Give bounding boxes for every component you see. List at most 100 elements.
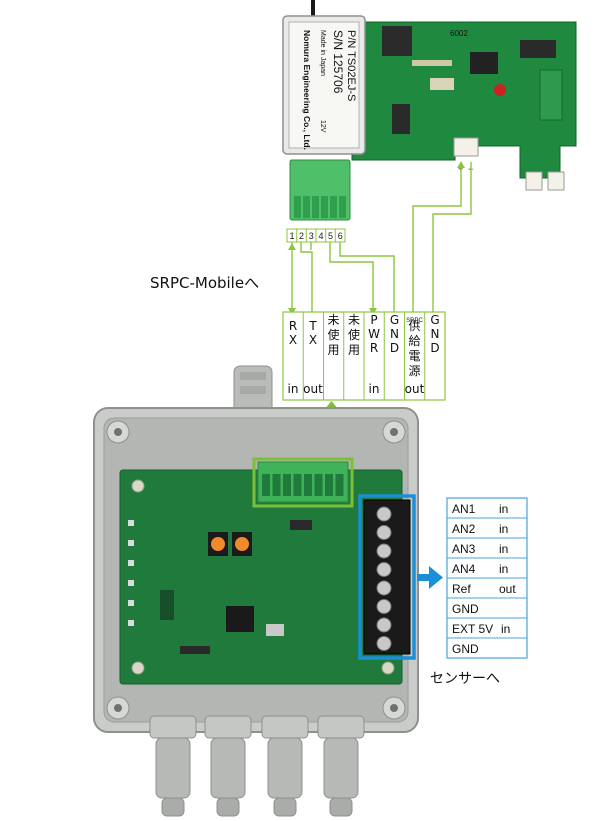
microcontroller-chip xyxy=(226,606,254,632)
sensor-table: AN1 in AN2 in AN3 in AN4 in Ref out GND … xyxy=(446,497,528,659)
sensor-terminal-highlight xyxy=(358,494,416,660)
pcb-connector xyxy=(547,171,565,191)
wire-pin2 xyxy=(300,242,313,312)
sensor-name-an3: AN3 xyxy=(452,542,476,556)
cable-gland-2 xyxy=(204,715,252,817)
signal-col-supply: SRPC 供給電源 out xyxy=(405,318,425,396)
cable-gland-3 xyxy=(261,715,309,817)
header-pin-4: 4 xyxy=(319,231,324,241)
bottom-cable-glands xyxy=(149,715,365,817)
rotary-switches xyxy=(208,532,252,556)
pcb-component xyxy=(412,60,452,66)
terminal-plug-slots xyxy=(294,196,346,218)
wire-pin5 xyxy=(329,242,374,312)
pcb-led xyxy=(494,84,506,96)
sensor-dir-ext5v: in xyxy=(501,622,510,636)
sensor-dir-an2: in xyxy=(499,522,508,536)
signal-name-supply: 供給電源 xyxy=(408,319,420,378)
signal-dir-tx: out xyxy=(303,382,323,396)
enclosure xyxy=(93,365,419,817)
header-pin-strip: 1 2 3 4 5 6 xyxy=(286,228,346,243)
module-maker: Nomura Engineering Co., Ltd. xyxy=(302,30,312,150)
sensor-name-ref: Ref xyxy=(452,582,471,596)
wire-power-plus xyxy=(412,162,462,312)
wiring-lines xyxy=(291,162,472,312)
arrowhead-pin1-up xyxy=(288,243,296,250)
signal-col-unused-1: 未使用 xyxy=(327,313,339,357)
corner-screw-holes xyxy=(114,428,398,712)
header-pin-2: 2 xyxy=(299,231,304,241)
corner-screws xyxy=(106,420,406,720)
pcb-header-block xyxy=(382,26,412,56)
pcb-component xyxy=(266,624,284,636)
signal-name-unused-2: 未使用 xyxy=(348,313,360,357)
header-pin-1: 1 xyxy=(290,231,295,241)
signal-dir-rx: in xyxy=(288,382,299,396)
module-power-label: 12V xyxy=(319,120,326,133)
host-pcb xyxy=(351,21,577,179)
radio-module-label xyxy=(288,21,360,149)
signal-name-unused-1: 未使用 xyxy=(327,313,339,357)
module-made-in: Made in Japan xyxy=(319,30,326,76)
pcb-terminal-connector xyxy=(257,461,349,503)
signal-dir-pwr: in xyxy=(369,382,380,396)
sensor-table-dividers xyxy=(447,517,527,639)
module-part-no: P/N TS02EJ-S xyxy=(345,30,357,101)
pcb-leds xyxy=(128,520,134,626)
signal-table-dividers xyxy=(302,312,426,400)
blue-right-arrow xyxy=(417,566,443,589)
module-serial: S/N 125706 xyxy=(331,30,345,94)
pcb-connector xyxy=(525,171,543,191)
srpc-mobile-label: SRPC-Mobileへ xyxy=(150,274,259,292)
power-connector xyxy=(453,137,479,157)
sensor-dir-an1: in xyxy=(499,502,508,516)
pcb-chip xyxy=(470,52,498,74)
cable-gland-1 xyxy=(149,715,197,817)
pcb-component xyxy=(290,520,312,530)
pcb-terminal-highlight xyxy=(252,457,354,508)
pcb-chip xyxy=(392,104,410,134)
board-mark: 6002 xyxy=(450,29,468,38)
header-pin-6: 6 xyxy=(338,231,343,241)
sensor-label: センサーへ xyxy=(430,671,500,687)
sensor-terminal-screws xyxy=(376,506,392,651)
signal-prefix-srpc: SRPC xyxy=(406,318,423,324)
srpc-mobile-module: 6002 + − P/N TS02EJ-S S/N 125706 Made in… xyxy=(282,0,577,221)
pcb-component xyxy=(180,646,210,654)
sensor-dir-an4: in xyxy=(499,562,508,576)
header-pin-5: 5 xyxy=(328,231,333,241)
pcb-pad-row xyxy=(539,69,563,121)
sensor-name-an1: AN1 xyxy=(452,502,476,516)
wire-pin6 xyxy=(339,242,395,312)
header-pin-cells xyxy=(296,229,336,242)
signal-dir-supply: out xyxy=(405,382,425,396)
header-pin-3: 3 xyxy=(309,231,314,241)
sensor-name-gnd-1: GND xyxy=(452,602,479,616)
wire-power-minus xyxy=(432,162,472,312)
sensor-name-ext5v: EXT 5V xyxy=(452,622,493,636)
pcb-terminal-slots xyxy=(262,474,344,496)
sensor-name-an2: AN2 xyxy=(452,522,476,536)
pcb-component xyxy=(430,78,454,90)
pcb-mount-holes xyxy=(131,479,395,675)
module-label-text: P/N TS02EJ-S S/N 125706 Made in Japan No… xyxy=(302,30,357,150)
sensor-name-an4: AN4 xyxy=(452,562,476,576)
signal-col-unused-2: 未使用 xyxy=(348,313,360,357)
sensor-dir-ref: out xyxy=(499,582,516,596)
sensor-name-gnd-2: GND xyxy=(452,642,479,656)
arrowhead-power-plus xyxy=(457,161,465,168)
pcb-component xyxy=(160,590,174,620)
pcb-chip xyxy=(520,40,556,58)
